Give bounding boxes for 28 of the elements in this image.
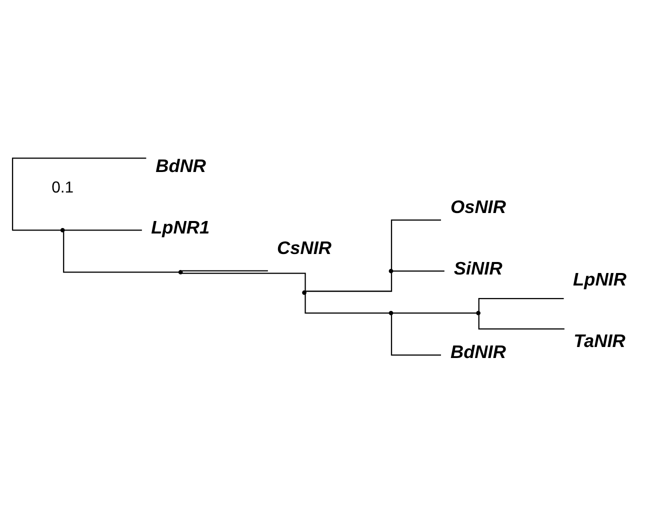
- node-point: [476, 310, 480, 316]
- connector: [390, 219, 441, 270]
- node-text: CsNIR: [277, 238, 332, 258]
- connector: [390, 314, 441, 356]
- node-point: [388, 310, 394, 316]
- node-text: LpNR1: [151, 217, 210, 238]
- node-text: SiNIR: [454, 258, 502, 278]
- node-text: BdNIR: [450, 342, 506, 362]
- node-text: LpNIR: [573, 270, 626, 290]
- node-point: [178, 270, 183, 274]
- node-point: [388, 268, 394, 274]
- connector: [304, 294, 390, 314]
- node-point: [60, 228, 65, 232]
- connector: [12, 158, 146, 231]
- connector: [392, 312, 476, 314]
- connector: [182, 272, 306, 291]
- node-text: OsNIR: [450, 196, 506, 217]
- node-text: BdNR: [156, 156, 206, 176]
- node-text: TaNIR: [574, 330, 626, 351]
- connector: [182, 270, 268, 272]
- connector: [305, 272, 392, 292]
- connector: [478, 298, 564, 312]
- connector: [64, 230, 142, 231]
- connector: [478, 315, 564, 330]
- node-point: [302, 290, 306, 295]
- label: 0.1: [52, 179, 74, 196]
- connector: [392, 270, 444, 272]
- connector: [63, 232, 179, 273]
